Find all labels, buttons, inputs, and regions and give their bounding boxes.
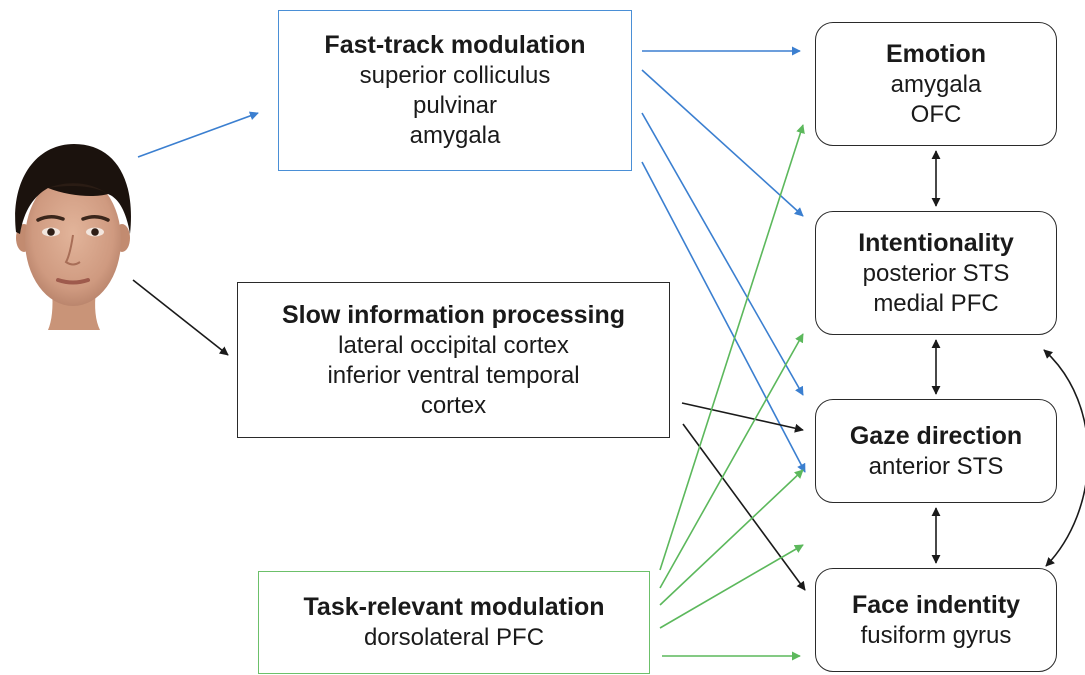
intentionality-line-2: medial PFC [873,289,999,317]
fast-track-title: Fast-track modulation [324,31,586,59]
arrow-intentionality-identity-curve [1043,349,1085,567]
intentionality-line-1: posterior STS [862,259,1010,287]
arrow-face-to-slow-processing [132,279,229,356]
slow-processing-line-1: lateral occipital cortex [338,331,569,359]
face-identity-title: Face indentity [851,590,1021,619]
gaze-direction-line-1: anterior STS [868,452,1004,480]
emotion-title: Emotion [886,39,986,68]
arrow-task-to-identity [659,544,804,629]
face-identity-line-1: fusiform gyrus [860,621,1012,649]
intentionality-title: Intentionality [858,228,1014,257]
slow-processing-line-2: inferior ventral temporal [327,361,580,389]
fast-track-line-2: pulvinar [412,92,498,119]
arrow-task-to-gaze [659,469,804,606]
arrow-face-to-fast-track [137,111,259,158]
intentionality-box: Intentionality posterior STS medial PFC [815,211,1057,335]
arrow-fast-track-to-intentionality [641,69,804,217]
fast-track-modulation-box: Fast-track modulation superior colliculu… [278,10,632,171]
face-image [15,144,131,330]
arrow-task-to-intentionality [659,333,804,589]
fast-track-line-3: amygala [409,122,501,149]
gaze-direction-title: Gaze direction [849,421,1023,450]
arrow-fast-track-to-gaze [641,112,804,396]
arrow-slow-to-gaze [681,402,804,433]
arrow-slow-to-identity [682,423,806,591]
emotion-box: Emotion amygala OFC [815,22,1057,146]
arrow-task-to-emotion [659,124,805,571]
task-relevant-line-1: dorsolateral PFC [363,624,545,651]
task-relevant-title: Task-relevant modulation [303,593,605,621]
face-identity-box: Face indentity fusiform gyrus [815,568,1057,672]
slow-processing-line-3: cortex [420,391,487,419]
gaze-direction-box: Gaze direction anterior STS [815,399,1057,503]
emotion-line-2: OFC [910,100,962,128]
task-relevant-modulation-box: Task-relevant modulation dorsolateral PF… [258,571,650,674]
arrow-fast-track-to-identity [641,161,806,473]
slow-processing-title: Slow information processing [281,300,626,329]
emotion-line-1: amygala [890,70,982,98]
slow-processing-box: Slow information processing lateral occi… [237,282,670,438]
fast-track-line-1: superior colliculus [359,62,551,89]
